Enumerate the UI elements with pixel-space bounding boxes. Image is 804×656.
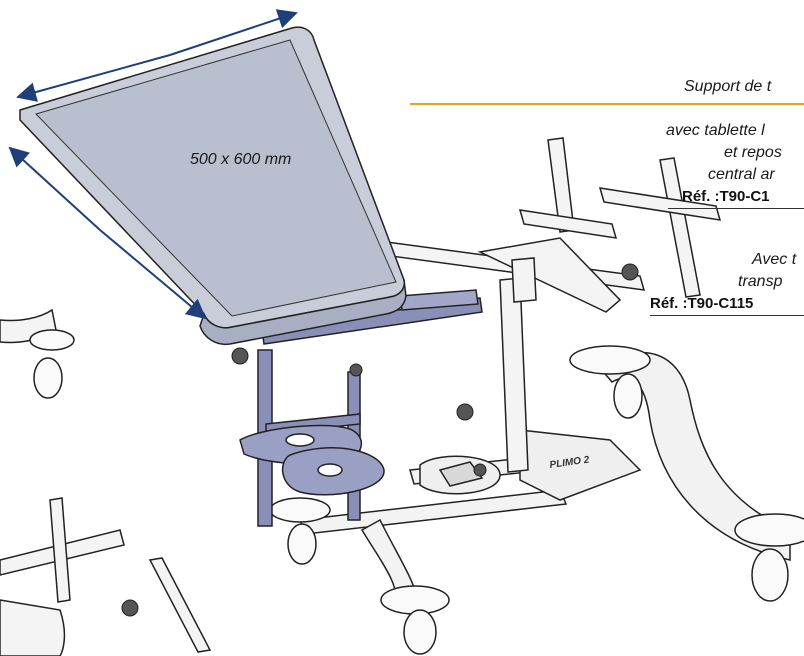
reference-code-1: Réf. :T90-C1 — [682, 188, 770, 205]
width-dimension-arrow-back — [16, 54, 171, 102]
callout-line-2: et repos — [724, 144, 782, 161]
callout-line-3: central ar — [708, 166, 775, 183]
pedal-assembly — [419, 429, 642, 501]
mast-right — [499, 257, 537, 473]
depth-dimension-arrow-back — [99, 229, 207, 320]
callout-line-5: transp — [738, 273, 783, 290]
width-dimension-arrow — [169, 9, 298, 56]
dimension-label: 500 x 600 mm — [190, 151, 292, 168]
reference-underline-1 — [668, 208, 804, 209]
callout-line-1: avec tablette l — [666, 122, 765, 139]
tray — [19, 26, 407, 346]
callout-title: Support de t — [684, 78, 772, 95]
base-frame-right — [370, 137, 722, 313]
caster-center-left — [269, 497, 331, 565]
reference-underline-2 — [650, 315, 804, 316]
reference-code-2: Réf. :T90-C115 — [650, 295, 754, 312]
callout-line-4: Avec t — [752, 251, 797, 268]
caster-right-bottom — [734, 513, 804, 602]
caster-right-top — [569, 345, 651, 419]
caster-bottom-center — [380, 585, 450, 655]
foot-plate — [239, 424, 385, 496]
adjustment-knobs — [121, 263, 639, 617]
left-frame-partial — [0, 308, 212, 656]
depth-dimension-arrow — [8, 146, 101, 231]
